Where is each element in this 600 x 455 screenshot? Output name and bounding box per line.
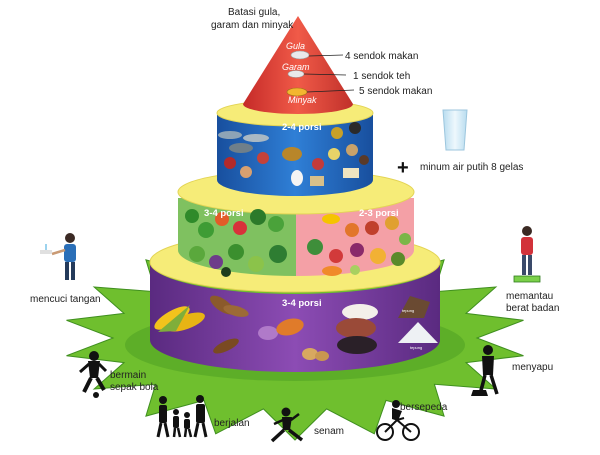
tier-protein-portion: 2-4 porsi	[282, 122, 322, 133]
tier-top-cone	[243, 16, 353, 114]
top-amount-gula: 4 sendok makan	[345, 51, 418, 62]
top-caption-line-2: garam dan minyak	[211, 20, 294, 31]
top-item-gula: Gula	[286, 41, 305, 51]
activity-weigh-label-2: berat badan	[506, 303, 559, 314]
activity-football: bermain sepak bola	[79, 351, 159, 398]
activity-walk: berjalan	[156, 395, 250, 438]
corn-image	[154, 305, 205, 332]
person-washing-hands-icon	[40, 233, 76, 280]
person-sweeping-icon	[471, 345, 499, 396]
top-amount-minyak: 5 sendok makan	[359, 86, 432, 97]
activity-cycle: bersepeda	[376, 400, 448, 441]
activity-football-label-2: sepak bola	[110, 382, 159, 393]
water-glass-icon	[442, 109, 468, 151]
top-item-garam: Garam	[282, 62, 310, 72]
tier-vegetables-body	[178, 198, 296, 276]
family-walking-icon	[156, 395, 208, 438]
activity-weigh: memantau berat badan	[506, 226, 559, 314]
tier-vegetables-portion: 3-4 porsi	[204, 208, 244, 219]
activity-exercise-label: senam	[314, 426, 344, 437]
activity-weigh-label-1: memantau	[506, 291, 553, 302]
water-label: minum air putih 8 gelas	[420, 162, 523, 173]
person-on-scale-icon	[513, 226, 541, 283]
water-glass: + minum air putih 8 gelas	[397, 109, 523, 179]
tier-staples-portion: 3-4 porsi	[282, 298, 322, 309]
activity-wash-label: mencuci tangan	[30, 294, 101, 305]
activity-sweep-label: menyapu	[512, 362, 553, 373]
sweet-potato-image	[258, 318, 329, 361]
water-plus: +	[397, 157, 409, 179]
tier-sugar-salt-oil: Gula Garam Minyak 4 sendok makan 1 sendo…	[211, 7, 432, 114]
top-caption-line-1: Batasi gula,	[228, 7, 280, 18]
activity-football-label-1: bermain	[110, 370, 146, 381]
tier-fruits-portion: 2-3 porsi	[359, 208, 399, 219]
person-exercising-icon	[270, 407, 304, 443]
activity-cycle-label: bersepeda	[400, 402, 448, 413]
activity-exercise: senam	[270, 407, 344, 443]
flour-tag-label-2: tepung	[410, 345, 422, 350]
top-item-minyak: Minyak	[288, 95, 317, 105]
cyclist-icon	[376, 400, 420, 441]
flour-image: tepung tepung	[398, 296, 438, 350]
spoon-gula	[290, 50, 310, 60]
protein-foods-image	[218, 122, 369, 186]
football-player-icon	[79, 351, 108, 398]
activity-sweep: menyapu	[471, 345, 553, 396]
flour-tag-label: tepung	[402, 308, 414, 313]
vegetables-image	[185, 209, 287, 277]
top-amount-garam: 1 sendok teh	[353, 71, 410, 82]
tier-protein: 2-4 porsi	[216, 99, 374, 196]
rice-image	[336, 304, 378, 354]
activity-walk-label: berjalan	[214, 418, 250, 429]
activity-wash: mencuci tangan	[30, 233, 101, 305]
cassava-image	[210, 295, 249, 354]
fruits-image	[307, 214, 411, 276]
